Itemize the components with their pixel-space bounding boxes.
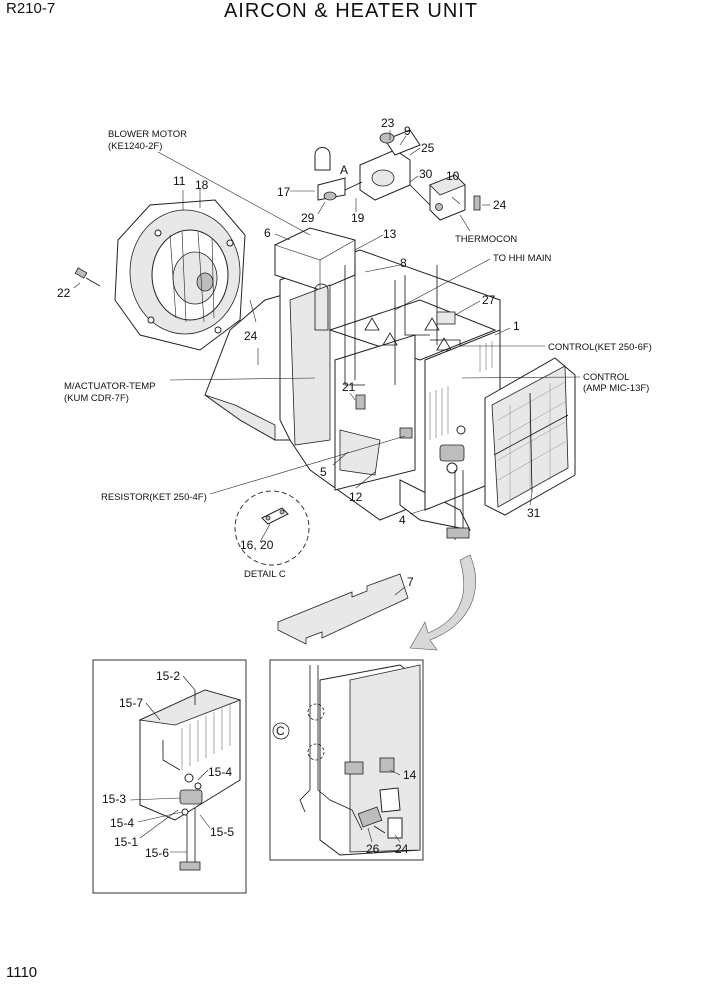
water-valve-drawing (314, 129, 481, 221)
m-actuator-code-label: (KUM CDR-7F) (64, 393, 129, 404)
part-12-label: 12 (349, 490, 363, 504)
sub-15-4a-label: 15-4 (208, 765, 232, 779)
part-29-label: 29 (301, 211, 315, 225)
part-11-label: 11 (173, 174, 186, 188)
part-14-label: 14 (403, 768, 417, 782)
screw-22-drawing (74, 267, 101, 287)
sub-15-3-label: 15-3 (102, 792, 126, 806)
part-25-label: 25 (421, 141, 435, 155)
sub-15-4b-label: 15-4 (110, 816, 134, 830)
part-13-label: 13 (383, 227, 397, 241)
part-27-label: 27 (482, 293, 496, 307)
filter-31-drawing (484, 357, 576, 516)
part-9-label: 9 (404, 124, 411, 138)
detail-c-circle (234, 490, 310, 566)
part-5-label: 5 (320, 465, 327, 479)
part-31-label: 31 (527, 506, 541, 520)
direction-arrow (409, 554, 476, 651)
evaporator-sub-labels: 15-2 15-7 15-4 15-3 15-4 15-5 15-1 15-6 (102, 669, 234, 860)
part-22-label: 22 (57, 286, 71, 300)
m-actuator-label: M/ACTUATOR-TEMP (64, 381, 155, 392)
part-24-label-inset: 24 (395, 842, 409, 856)
part-23-label: 23 (381, 116, 395, 130)
part-16-20-label: 16, 20 (240, 538, 274, 552)
resistor-label: RESISTOR(KET 250-4F) (101, 492, 207, 503)
part-24-label-top: 24 (493, 198, 507, 212)
part-21-label: 21 (342, 380, 356, 394)
detail-c-marker: C (276, 724, 285, 738)
control-amp-label: (AMP MIC-13F) (583, 383, 649, 394)
part-1-label: 1 (513, 319, 520, 333)
sub-15-6-label: 15-6 (145, 846, 169, 860)
callout-labels: BLOWER MOTOR (KE1240-2F) THERMOCON TO HH… (64, 129, 652, 580)
part-26-label: 26 (366, 842, 380, 856)
leader-lines (73, 130, 581, 853)
part-19-label: 19 (351, 211, 365, 225)
pad-7-drawing (277, 573, 409, 645)
part-18-label: 18 (195, 178, 209, 192)
blower-motor-drawing (114, 199, 246, 351)
part-8-label: 8 (400, 256, 407, 270)
part-30-label: 30 (419, 167, 433, 181)
control-ket-label: CONTROL(KET 250-6F) (548, 342, 652, 353)
sub-15-5-label: 15-5 (210, 825, 234, 839)
part-10-label: 10 (446, 169, 460, 183)
evaporator-inset-frame (92, 659, 247, 894)
sub-15-1-label: 15-1 (114, 835, 138, 849)
wiring-detail-drawing (299, 664, 421, 856)
part-24-label-mid: 24 (244, 329, 258, 343)
part-number-labels: 11 18 22 6 23 9 25 17 A 30 10 29 19 24 1… (57, 116, 541, 856)
part-4-label: 4 (399, 513, 406, 527)
control-label: CONTROL (583, 372, 629, 383)
model-code: R210-7 (6, 0, 56, 17)
heater-housing-drawing (204, 227, 501, 540)
blower-motor-label: BLOWER MOTOR (108, 129, 187, 140)
page-title: AIRCON & HEATER UNIT (223, 0, 479, 22)
thermocon-label: THERMOCON (455, 234, 517, 245)
evaporator-assembly-drawing (138, 689, 242, 871)
page-number: 1110 (6, 964, 38, 981)
marker-a-label: A (340, 163, 348, 177)
to-hhi-main-label: TO HHI MAIN (493, 253, 552, 264)
part-7-label: 7 (407, 575, 414, 589)
detail-c-label: DETAIL C (244, 569, 286, 580)
sub-15-7-label: 15-7 (119, 696, 143, 710)
detail-c-marker-circle (272, 722, 290, 740)
part-6-label: 6 (264, 226, 271, 240)
blower-motor-code-label: (KE1240-2F) (108, 141, 162, 152)
sub-15-2-label: 15-2 (156, 669, 180, 683)
part-17-label: 17 (277, 185, 291, 199)
detail-c-inset-frame (269, 659, 424, 861)
